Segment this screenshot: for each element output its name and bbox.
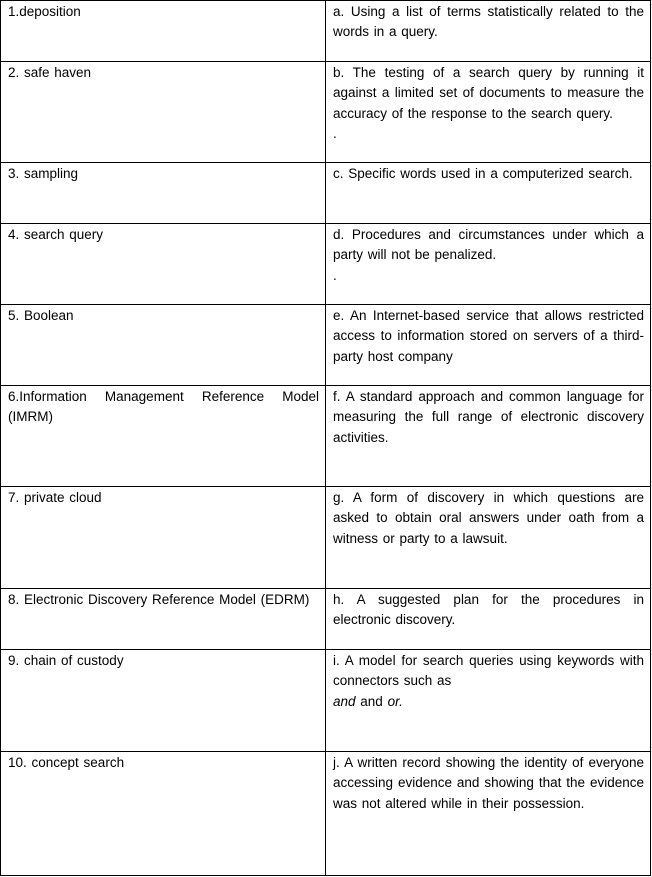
table-row: 10. concept search j. A written record s… [0,751,651,876]
definition-cell: c. Specific words used in a computerized… [325,162,651,224]
table-row: 2. safe haven b. The testing of a search… [0,61,651,163]
term-cell: 1.deposition [0,0,326,62]
table-row: 1.deposition a. Using a list of terms st… [0,0,651,62]
term-cell: 2. safe haven [0,61,326,163]
definition-cell: i. A model for search queries using keyw… [325,649,651,752]
trailing-period: . [333,125,337,141]
connector-line: and and or. [333,692,644,712]
connector-mid: and [355,693,388,709]
definition-cell: h. A suggested plan for the procedures i… [325,588,651,650]
definition-text: d. Procedures and circumstances under wh… [333,227,644,263]
table-row: 3. sampling c. Specific words used in a … [0,162,651,224]
table-row: 5. Boolean e. An Internet-based service … [0,304,651,386]
definition-text: g. A form of discovery in which question… [333,490,644,546]
table-row: 8. Electronic Discovery Reference Model … [0,588,651,650]
term-cell: 7. private cloud [0,486,326,589]
italic-or: or. [387,693,403,709]
definition-text: h. A suggested plan for the procedures i… [333,592,644,628]
definition-cell: d. Procedures and circumstances under wh… [325,223,651,305]
term-cell: 4. search query [0,223,326,305]
italic-and: and [333,693,356,709]
table-row: 6.Information Management Reference Model… [0,385,651,487]
term-cell: 9. chain of custody [0,649,326,752]
definition-text: b. The testing of a search query by runn… [333,65,644,121]
table-row: 7. private cloud g. A form of discovery … [0,486,651,589]
definition-cell: j. A written record showing the identity… [325,751,651,876]
definition-text: f. A standard approach and common langua… [333,389,644,445]
definition-cell: f. A standard approach and common langua… [325,385,651,487]
definition-cell: a. Using a list of terms statistically r… [325,0,651,62]
definition-text: j. A written record showing the identity… [333,755,644,811]
definition-cell: g. A form of discovery in which question… [325,486,651,589]
term-text: 8. Electronic Discovery Reference Model … [8,592,310,607]
table-row: 9. chain of custody i. A model for searc… [0,649,651,752]
term-cell: 5. Boolean [0,304,326,386]
definition-cell: e. An Internet-based service that allows… [325,304,651,386]
definition-text: i. A model for search queries using keyw… [333,653,644,689]
table-row: 4. search query d. Procedures and circum… [0,223,651,305]
term-text: 6.Information Management Reference Model… [8,389,319,425]
definition-text: a. Using a list of terms statistically r… [333,4,644,40]
term-cell: 8. Electronic Discovery Reference Model … [0,588,326,650]
definition-text: e. An Internet-based service that allows… [333,308,644,364]
trailing-period: . [333,267,337,283]
definition-cell: b. The testing of a search query by runn… [325,61,651,163]
definition-text: c. Specific words used in a computerized… [333,166,633,181]
term-cell: 3. sampling [0,162,326,224]
term-cell: 6.Information Management Reference Model… [0,385,326,487]
term-cell: 10. concept search [0,751,326,876]
